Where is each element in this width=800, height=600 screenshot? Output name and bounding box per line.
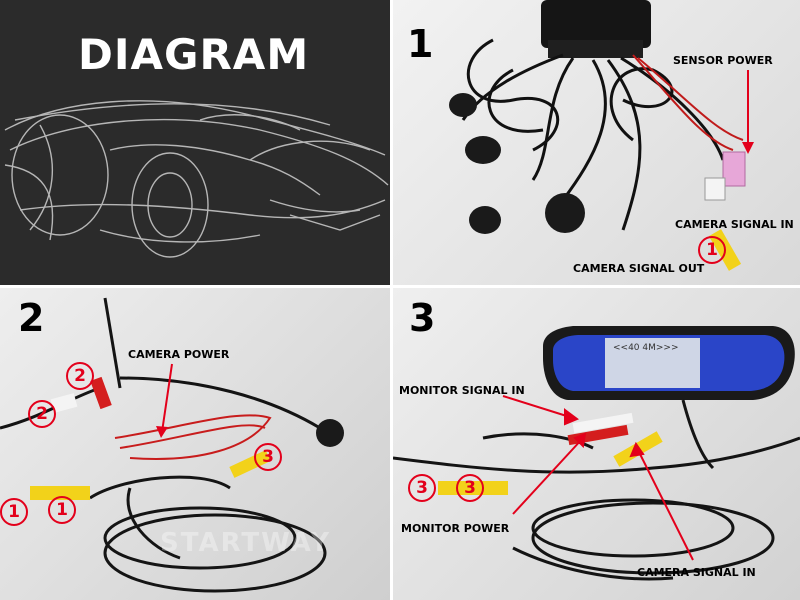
- arrow-camera-power: [156, 363, 173, 438]
- label-monitor-signal-in: MONITOR SIGNAL IN: [399, 384, 525, 397]
- step-number-1: 1: [407, 22, 434, 66]
- marker-1-right: 1: [48, 496, 76, 524]
- step2-panel: 2 CAMERA POWER 2 2 1 1 3 STARTWAY: [0, 288, 390, 600]
- sensor-kit-photo: [449, 0, 746, 271]
- diagram-title: DIAGRAM: [78, 30, 310, 79]
- label-camera-signal-out: CAMERA SIGNAL OUT: [573, 262, 705, 275]
- step3-panel: <<40 4M>>> 3 MONITOR SIGNAL IN MONITOR P…: [393, 288, 800, 600]
- marker-1: 1: [698, 236, 726, 264]
- mirror-monitor-photo: <<40 4M>>>: [393, 326, 800, 581]
- car-sketch: [4, 100, 389, 258]
- label-camera-power: CAMERA POWER: [128, 348, 230, 361]
- arrow-sensor-power: [742, 70, 754, 154]
- label-monitor-power: MONITOR POWER: [401, 522, 510, 535]
- marker-2-top: 2: [66, 362, 94, 390]
- monitor-screen-text: <<40 4M>>>: [613, 343, 679, 353]
- step3-arrows: [502, 395, 694, 561]
- step1-panel: 1 SENSOR POWER CAMERA SIGNAL IN CAMERA S…: [393, 0, 800, 285]
- marker-1-left: 1: [0, 498, 28, 526]
- marker-3-right: 3: [456, 474, 484, 502]
- label-camera-signal-in: CAMERA SIGNAL IN: [675, 218, 794, 231]
- step-number-3: 3: [409, 296, 436, 340]
- watermark: STARTWAY: [160, 528, 332, 558]
- step-number-2: 2: [18, 296, 45, 340]
- label-sensor-power: SENSOR POWER: [673, 54, 773, 67]
- marker-3-left: 3: [408, 474, 436, 502]
- marker-3: 3: [254, 443, 282, 471]
- marker-2-left: 2: [28, 400, 56, 428]
- diagram-panel: DIAGRAM: [0, 0, 390, 285]
- label-camera-signal-in: CAMERA SIGNAL IN: [637, 566, 756, 579]
